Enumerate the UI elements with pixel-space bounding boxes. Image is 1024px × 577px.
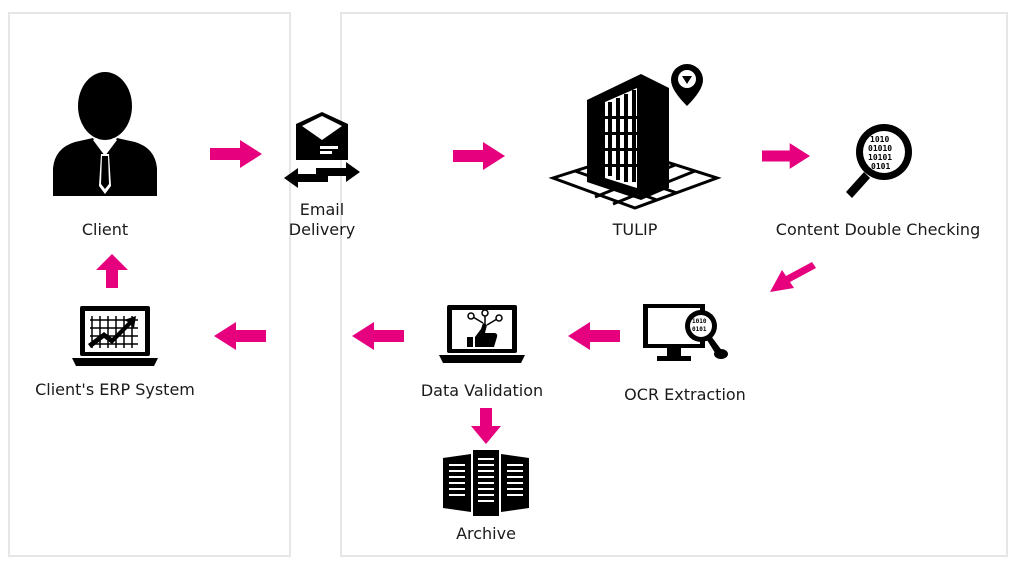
email-exchange-icon — [284, 112, 360, 188]
laptop-chart-icon — [72, 306, 158, 366]
ocr-node: 1010 0101 OCR Extraction — [610, 302, 760, 405]
arrow-validation-to-erp-2 — [214, 322, 266, 350]
content-check-label: Content Double Checking — [775, 220, 981, 239]
svg-text:01010: 01010 — [868, 144, 892, 153]
client-side-panel — [8, 12, 291, 557]
tulip-label: TULIP — [612, 220, 658, 239]
svg-text:1010: 1010 — [692, 318, 707, 325]
email-label-line1: Email — [299, 200, 345, 219]
data-validation-node: Data Validation — [412, 303, 552, 401]
archive-node: Archive — [426, 450, 546, 544]
laptop-thumbs-up-icon — [439, 305, 525, 363]
svg-text:0101: 0101 — [692, 326, 707, 333]
office-building-location-icon — [548, 64, 722, 210]
ocr-label: OCR Extraction — [624, 385, 746, 404]
binary-magnifier-icon: 1010 01010 10101 0101 — [846, 124, 912, 198]
monitor-binary-search-icon: 1010 0101 — [643, 304, 728, 361]
arrow-erp-to-client — [96, 254, 128, 288]
erp-label: Client's ERP System — [35, 380, 195, 399]
server-rack-icon — [443, 450, 529, 516]
svg-text:10101: 10101 — [868, 153, 892, 162]
arrow-client-to-email — [210, 140, 262, 168]
businessman-icon — [53, 72, 157, 196]
arrow-content-to-ocr — [770, 262, 816, 292]
svg-text:1010: 1010 — [870, 135, 889, 144]
content-check-node: 1010 01010 10101 0101 Content Double Che… — [768, 120, 988, 240]
archive-label: Archive — [456, 524, 516, 543]
data-validation-label: Data Validation — [420, 381, 544, 400]
arrow-ocr-to-validation — [568, 322, 620, 350]
erp-node: Client's ERP System — [25, 304, 205, 400]
email-label-line2: Delivery — [288, 220, 356, 239]
svg-text:0101: 0101 — [871, 162, 890, 171]
tulip-node: TULIP — [545, 60, 725, 240]
arrow-email-to-tulip — [453, 142, 505, 170]
client-label: Client — [81, 220, 129, 239]
email-delivery-node: Email Delivery — [272, 110, 372, 240]
client-node: Client — [45, 68, 165, 240]
arrow-validation-to-erp-1 — [352, 322, 404, 350]
arrow-validation-to-archive — [471, 408, 501, 444]
arrow-tulip-to-content-check — [762, 143, 810, 169]
